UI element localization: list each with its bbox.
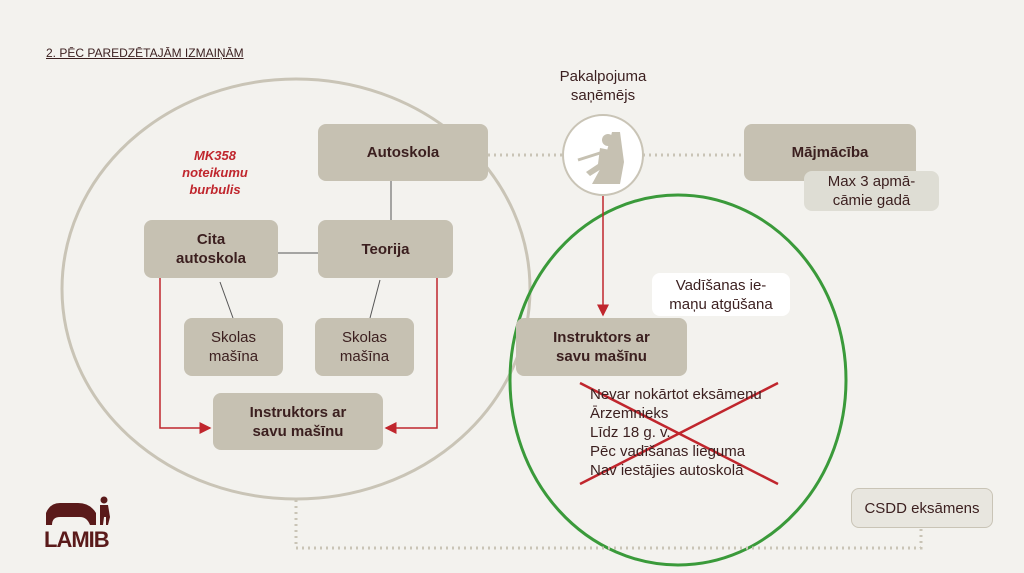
slide-title: 2. PĒC PAREDZĒTAJĀM IZMAIŅĀM [46,46,244,60]
box-cita-autoskola: Cita autoskola [144,220,278,278]
bubble-label: MK358 noteikumu burbulis [182,148,248,197]
box-autoskola: Autoskola [318,124,488,181]
box-instruktors-right: Instruktors ar savu mašīnu [516,318,687,376]
box-vadisanas: Vadīšanas ie- maņu atgūšana [652,273,790,316]
driver-seat-icon [577,132,624,184]
logo: LAMIB [44,527,110,552]
box-instruktors-left: Instruktors ar savu mašīnu [213,393,383,450]
box-skolas-masina-2: Skolas mašīna [315,318,414,376]
box-max3: Max 3 apmā- cāmie gadā [804,171,939,211]
green-circle [508,193,848,567]
recipient-label: Pakalpojuma saņēmējs [559,68,647,104]
lamib-logo-icon [46,496,110,525]
box-skolas-masina-1: Skolas mašīna [184,318,283,376]
mk358-bubble [60,77,532,501]
crossed-list: Nevar nokārtot eksāmenu Ārzemnieks Līdz … [590,385,762,480]
list-item: Ārzemnieks [590,405,669,422]
box-teorija: Teorija [318,220,453,278]
box-csdd: CSDD eksāmens [851,488,993,528]
cross-out-mark [579,381,779,486]
list-item: Nav iestājies autoskolā [590,462,744,479]
list-item: Līdz 18 g. v. [590,424,671,441]
list-item: Nevar nokārtot eksāmenu [590,386,762,403]
list-item: Pēc vadīšanas lieguma [590,443,746,460]
